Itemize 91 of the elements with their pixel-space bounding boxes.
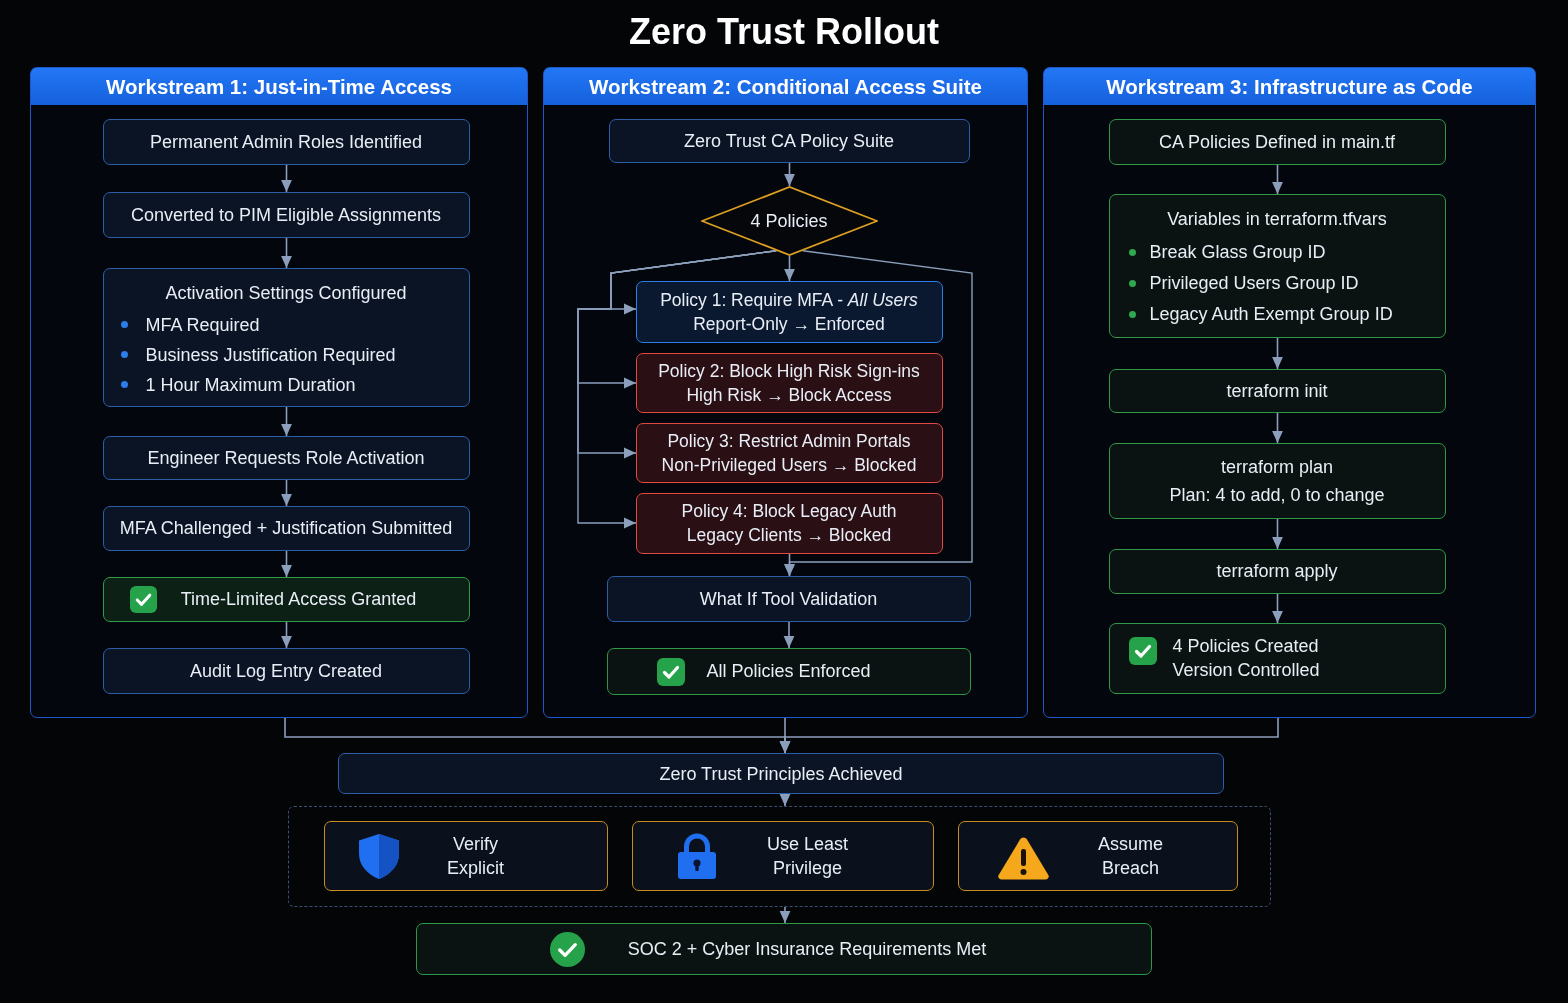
step-label: Zero Trust CA Policy Suite	[683, 129, 895, 153]
policy-rule: Legacy Clients → Blocked	[686, 524, 892, 547]
arrow	[1272, 164, 1283, 195]
list-item: MFA Required	[145, 313, 260, 337]
dashed-group-box	[288, 806, 1271, 907]
command-label: terraform init	[1226, 379, 1328, 403]
step-label: Version Controlled	[1172, 659, 1320, 682]
command-label: terraform apply	[1216, 560, 1338, 583]
decision-diamond	[700, 185, 878, 256]
arrow	[281, 406, 292, 437]
policy-rule: Non-Privileged Users → Blocked	[661, 453, 917, 477]
panel-title: Workstream 2: Conditional Access Suite	[544, 68, 1027, 105]
outcome-box	[416, 923, 1152, 975]
policy-rule: Report-Only → Enforced	[693, 312, 885, 336]
arrow	[281, 621, 292, 649]
process-box	[1108, 193, 1446, 338]
arrow	[1272, 518, 1283, 550]
policy-box	[635, 280, 943, 343]
step-label: Zero Trust Principles Achieved	[659, 762, 903, 786]
panel-title: Workstream 3: Infrastructure as Code	[1044, 68, 1535, 105]
list-item: Break Glass Group ID	[1149, 241, 1326, 264]
arrow	[281, 479, 292, 507]
command-label: terraform plan	[1220, 455, 1333, 479]
step-label: What If Tool Validation	[699, 587, 878, 611]
outcome-box	[102, 576, 470, 622]
policy-box	[635, 352, 943, 413]
step-label: Engineer Requests Role Activation	[147, 446, 425, 470]
arrow	[1272, 412, 1283, 444]
outcome-box	[1108, 622, 1446, 694]
process-box	[1108, 548, 1446, 594]
principle-box	[631, 820, 934, 891]
policy-rule: High Risk → Block Access	[686, 383, 892, 407]
list-item: Legacy Auth Exempt Group ID	[1149, 303, 1393, 326]
process-box	[338, 753, 1224, 794]
process-box	[608, 118, 970, 163]
arrow	[281, 237, 292, 269]
policy-title: Policy 3: Restrict Admin Portals	[667, 429, 911, 453]
arrow	[281, 550, 292, 578]
step-label: Converted to PIM Eligible Assignments	[130, 203, 442, 227]
arrow	[1272, 593, 1283, 624]
policy-title: Policy 2: Block High Risk Sign-ins	[658, 359, 920, 383]
diamond-label: 4 Policies	[750, 209, 828, 233]
principle-label: Verify Explicit	[446, 832, 505, 880]
step-label: CA Policies Defined in main.tf	[1158, 130, 1396, 154]
arrow	[784, 255, 795, 282]
command-output: Plan: 4 to add, 0 to change	[1169, 483, 1385, 507]
step-label: Permanent Admin Roles Identified	[149, 130, 423, 154]
process-box	[606, 575, 971, 622]
arrow	[779, 906, 791, 924]
process-box	[1108, 442, 1446, 519]
list-item: Business Justification Required	[145, 343, 396, 367]
principle-label: Use Least Privilege	[765, 832, 849, 880]
workstream-panel	[30, 67, 528, 718]
workstream-panel	[1043, 67, 1536, 718]
step-label: MFA Challenged + Justification Submitted	[119, 517, 453, 540]
process-box	[102, 267, 470, 407]
policy-box	[635, 492, 943, 554]
list-item: Privileged Users Group ID	[1149, 272, 1359, 295]
workstream-panel	[543, 67, 1028, 718]
diagram-title: Zero Trust Rollout	[629, 10, 939, 54]
policy-box	[635, 422, 943, 483]
process-box	[102, 435, 470, 480]
principle-box	[957, 820, 1238, 891]
step-label: 4 Policies Created	[1172, 635, 1319, 658]
step-label: Time-Limited Access Granted	[180, 588, 417, 611]
process-box	[1108, 118, 1446, 165]
policy-title: Policy 4: Block Legacy Auth	[681, 500, 897, 523]
step-label: SOC 2 + Cyber Insurance Requirements Met	[627, 938, 987, 961]
policy-title: Policy 1: Require MFA - All Users	[660, 288, 918, 312]
arrow	[779, 717, 1279, 754]
process-box	[102, 118, 470, 165]
arrow	[779, 793, 791, 807]
process-box	[102, 505, 470, 551]
arrow	[281, 164, 292, 193]
arrow	[783, 621, 795, 649]
arrow	[784, 162, 795, 187]
step-label: Audit Log Entry Created	[189, 659, 383, 683]
process-box	[1108, 368, 1446, 413]
list-heading: Variables in terraform.tfvars	[1167, 207, 1387, 231]
list-item: 1 Hour Maximum Duration	[145, 373, 356, 397]
arrow	[784, 553, 795, 577]
step-label: All Policies Enforced	[706, 660, 871, 683]
principle-box	[323, 820, 608, 891]
process-box	[102, 647, 470, 694]
process-box	[102, 191, 470, 238]
arrow	[577, 250, 777, 529]
arrow	[1272, 337, 1283, 370]
panel-title: Workstream 1: Just-in-Time Access	[31, 68, 527, 105]
outcome-box	[606, 647, 971, 695]
list-heading: Activation Settings Configured	[165, 281, 407, 305]
principle-label: Assume Breach	[1097, 832, 1164, 880]
